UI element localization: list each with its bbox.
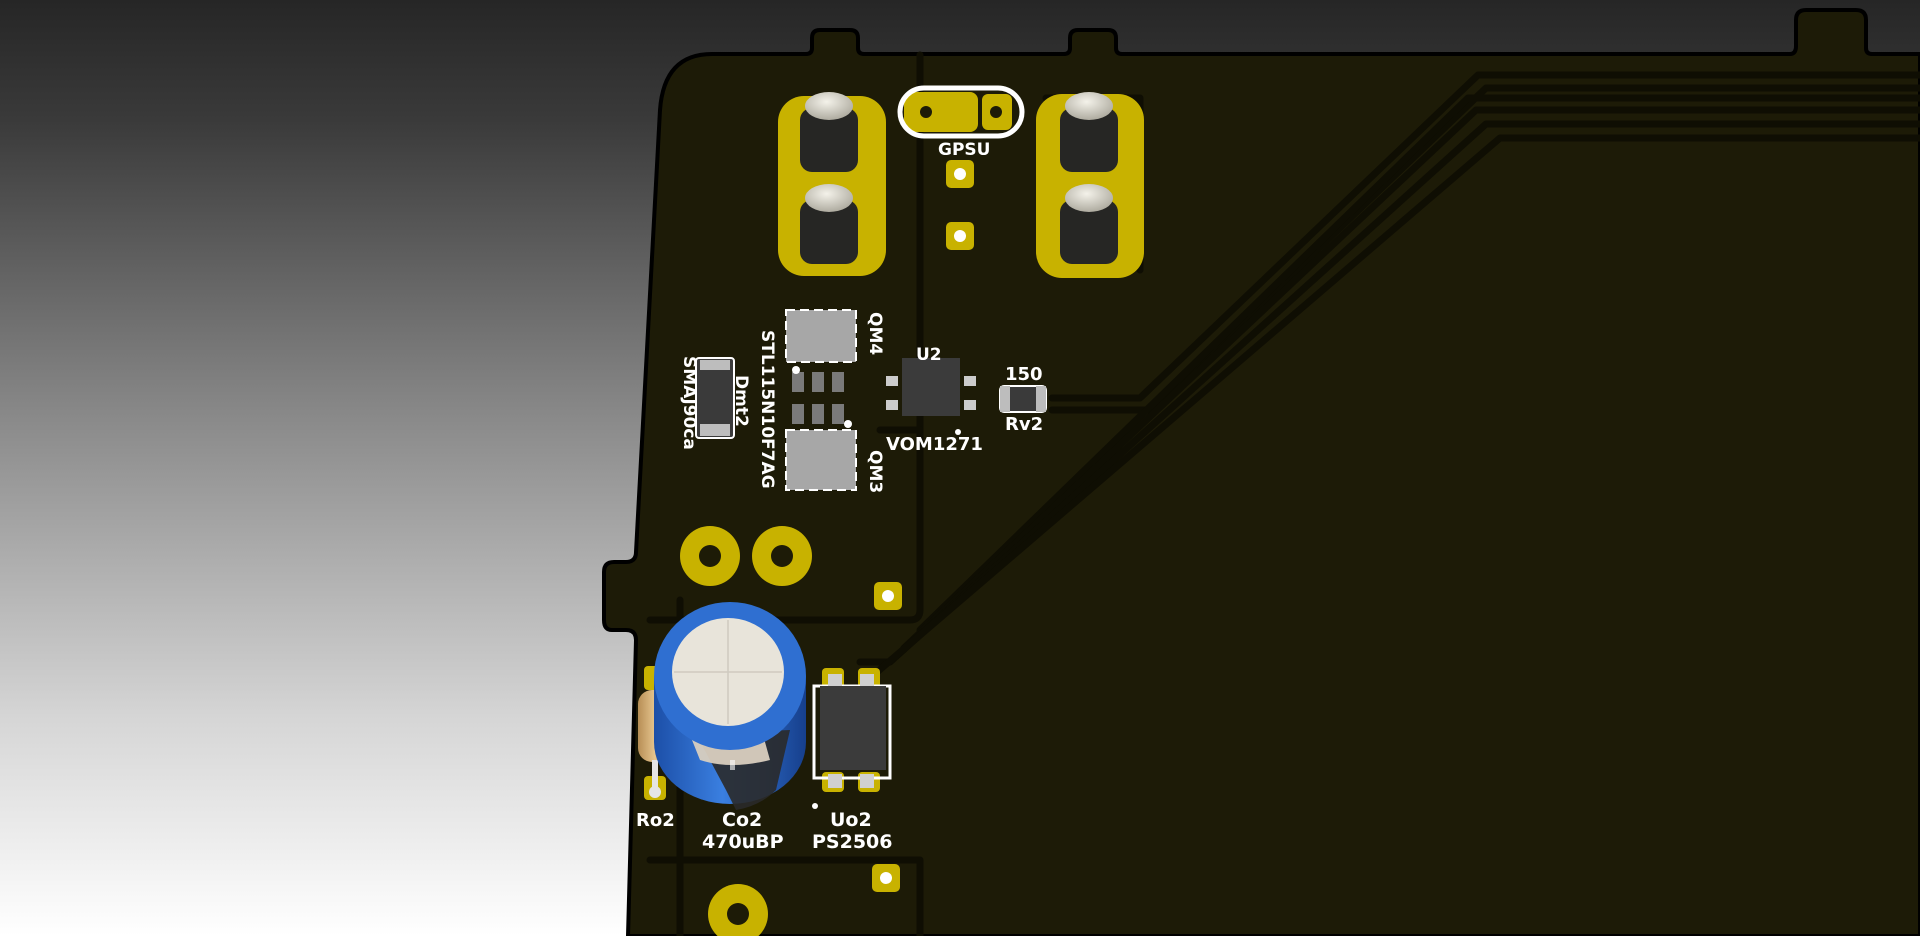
vom-label: VOM1271 — [886, 434, 983, 455]
r150-label: 150 — [1005, 364, 1043, 385]
pcb-board — [602, 8, 1920, 936]
ro2-label: Ro2 — [636, 810, 675, 831]
gpsu-label: GPSU — [938, 140, 990, 160]
mosfet-qm3[interactable] — [785, 404, 857, 491]
qm3-label: QM3 — [865, 450, 885, 493]
capacitor-co2[interactable] — [654, 602, 806, 810]
co2-label: Co2 — [722, 809, 762, 831]
stl-label: STL115N10F7AG — [757, 330, 777, 489]
trace-layer — [646, 51, 1920, 936]
gpsu-connector[interactable] — [897, 85, 1025, 139]
power-terminal-left[interactable] — [800, 92, 858, 264]
resistor-rv2[interactable] — [999, 385, 1047, 413]
uo2-part-label: PS2506 — [812, 831, 893, 853]
rv2-label: Rv2 — [1005, 414, 1043, 435]
optocoupler-u2[interactable] — [886, 358, 976, 435]
uo2-label: Uo2 — [830, 809, 872, 831]
dmt2-label: Dmt2 — [731, 375, 751, 427]
mosfet-qm4[interactable] — [785, 309, 857, 392]
qm4-label: QM4 — [865, 312, 885, 355]
optocoupler-uo2[interactable] — [812, 668, 892, 809]
u2-label: U2 — [916, 345, 942, 365]
co2-value-label: 470uBP — [702, 831, 784, 853]
tvs-diode-dmt2[interactable] — [695, 357, 735, 439]
power-terminal-right[interactable] — [1060, 92, 1118, 264]
smaj-label: SMAJ90ca — [679, 356, 699, 450]
board-substrate — [602, 8, 1920, 936]
